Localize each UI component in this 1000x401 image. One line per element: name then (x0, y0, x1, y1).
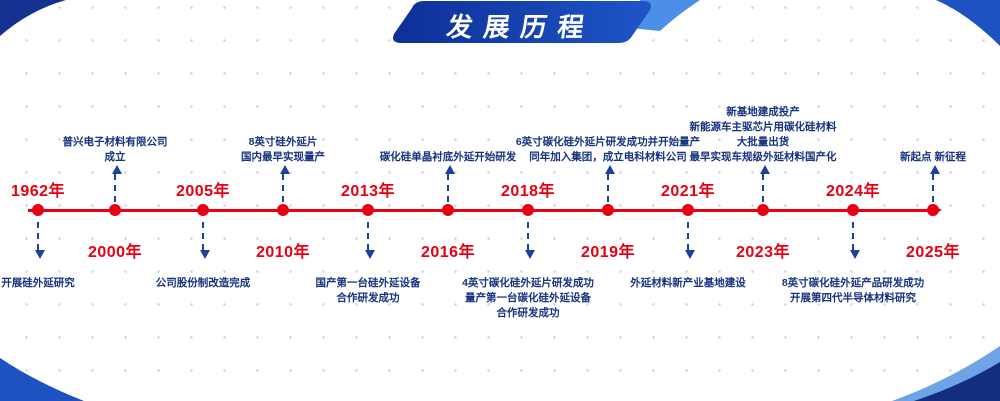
year-label: 1962年 (10, 183, 66, 200)
milestone-desc: 新基地建成投产 新能源车主驱芯片用碳化硅材料 大批量出货 最早实现车规级外延材料… (690, 105, 837, 165)
year-label: 2005年 (175, 183, 231, 200)
timeline-dot (757, 204, 769, 216)
desc-line: 新能源车主驱芯片用碳化硅材料 (689, 121, 837, 133)
desc-line: 外延材料新产业基地建设 (630, 277, 746, 289)
timeline-dot (277, 204, 289, 216)
milestone-desc: 国产第一台硅外延设备 合作研发成功 (316, 276, 421, 306)
year-label: 2021年 (660, 183, 716, 200)
desc-line: 开展第四代半导体材料研究 (790, 292, 916, 304)
milestone-desc: 8英寸硅外延片 国内最早实现量产 (241, 135, 325, 165)
arrow-down-icon (525, 222, 535, 259)
year-label: 2024年 (825, 183, 881, 200)
milestone-desc: 普兴电子材料有限公司 成立 (63, 135, 168, 165)
desc-line: 新起点 新征程 (900, 151, 966, 163)
timeline-axis-arrow (28, 204, 942, 216)
desc-line: 8英寸碳化硅外延产品研发成功 (781, 277, 925, 289)
timeline-dot (197, 204, 209, 216)
desc-line: 8英寸硅外延片 (248, 136, 318, 148)
timeline-dot (602, 204, 614, 216)
timeline-dot (927, 204, 939, 216)
desc-line: 最早实现车规级外延材料国产化 (689, 151, 837, 163)
milestone-desc: 4英寸碳化硅外延片研发成功 量产第一台碳化硅外延设备 合作研发成功 (462, 276, 594, 321)
milestone-desc: 6英寸碳化硅外延片研发成功并开始量产 同年加入集团，成立电科材料公司 (516, 135, 700, 165)
desc-line: 开展硅外延研究 (1, 277, 75, 289)
desc-line: 普兴电子材料有限公司 (62, 136, 168, 148)
milestone-desc: 公司股份制改造完成 (156, 276, 251, 291)
year-label: 2025年 (905, 244, 961, 261)
milestone-desc: 外延材料新产业基地建设 (630, 276, 746, 291)
arrow-down-icon (200, 222, 210, 259)
timeline-dot (847, 204, 859, 216)
year-label: 2023年 (735, 244, 791, 261)
milestone-desc: 8英寸碳化硅外延产品研发成功 开展第四代半导体材料研究 (782, 276, 924, 306)
arrow-up-icon (605, 165, 615, 202)
arrow-up-icon (760, 165, 770, 202)
corner-bottom-right-light-shape (892, 346, 1000, 401)
desc-line: 成立 (104, 151, 126, 163)
milestone-desc: 开展硅外延研究 (1, 276, 75, 291)
timeline-dot (362, 204, 374, 216)
arrow-up-icon (930, 165, 940, 202)
desc-line: 大批量出货 (736, 136, 790, 148)
year-label: 2018年 (500, 183, 556, 200)
year-label: 2016年 (420, 244, 476, 261)
corner-bottom-left-shape (0, 358, 84, 401)
timeline-dot (109, 204, 121, 216)
year-label: 2013年 (340, 183, 396, 200)
timeline-dot (522, 204, 534, 216)
desc-line: 国内最早实现量产 (241, 151, 325, 163)
milestone-desc: 碳化硅单晶衬底外延开始研发 (380, 150, 517, 165)
timeline-dot (682, 204, 694, 216)
desc-line: 4英寸碳化硅外延片研发成功 (462, 277, 594, 289)
page-title: 发展历程 (444, 12, 597, 42)
desc-line: 合作研发成功 (336, 292, 400, 304)
milestone-desc: 新起点 新征程 (900, 150, 966, 165)
arrow-up-icon (280, 165, 290, 202)
arrow-down-icon (685, 222, 695, 259)
corner-bottom-right-dark-shape (914, 362, 1000, 401)
arrow-down-icon (850, 222, 860, 259)
year-label: 2010年 (255, 244, 311, 261)
desc-line: 碳化硅单晶衬底外延开始研发 (379, 151, 517, 163)
desc-line: 6英寸碳化硅外延片研发成功并开始量产 (515, 136, 701, 148)
year-label: 2000年 (87, 244, 143, 261)
desc-line: 国产第一台硅外延设备 (315, 277, 421, 289)
corner-top-right-shape (936, 0, 1000, 46)
desc-line: 量产第一台碳化硅外延设备 (465, 292, 591, 304)
arrow-up-icon (112, 165, 122, 202)
desc-line: 公司股份制改造完成 (155, 277, 251, 289)
desc-line: 新基地建成投产 (726, 106, 800, 118)
corner-top-left-shape (0, 0, 66, 36)
desc-line: 合作研发成功 (496, 307, 560, 319)
arrow-down-icon (365, 222, 375, 259)
timeline-dot (442, 204, 454, 216)
arrow-up-icon (445, 165, 455, 202)
timeline-dot (32, 204, 44, 216)
desc-line: 同年加入集团，成立电科材料公司 (529, 151, 687, 163)
year-label: 2019年 (580, 244, 636, 261)
arrow-down-icon (35, 222, 45, 259)
